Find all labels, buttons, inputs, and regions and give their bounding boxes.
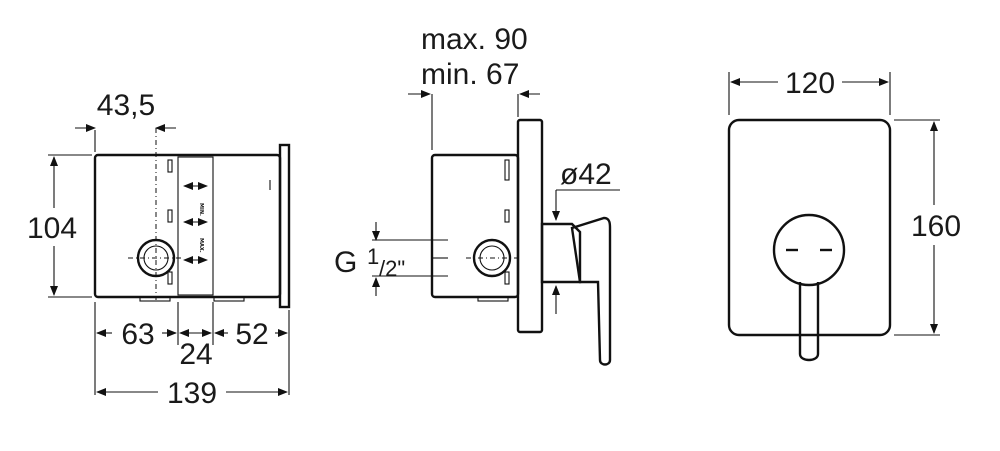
dim-max-label: max. 90 (421, 23, 528, 56)
box-slot (167, 209, 173, 223)
section-view: max. 90 min. 67 ø42 G 1 /2 (334, 23, 620, 366)
box-slot (504, 209, 510, 223)
lever-handle (798, 282, 820, 362)
lever-handle (570, 216, 612, 366)
box-foot (139, 296, 171, 302)
double-arrow-icon (183, 182, 208, 264)
box-slot (504, 271, 510, 285)
cartridge-body (540, 222, 582, 284)
box-slot (167, 159, 173, 173)
marker-max-label: MAX. (198, 238, 204, 253)
cover-plate (516, 118, 544, 334)
dim-left-label: 63 (121, 318, 154, 351)
box-slot (167, 271, 173, 285)
dim-middle-label: 24 (179, 338, 212, 371)
dim-height-label: 160 (911, 210, 961, 243)
dim-diameter-label: ø42 (560, 158, 612, 191)
dim-min-label: min. 67 (421, 58, 519, 91)
box-slot (504, 159, 510, 181)
marker-min-label: MIN. (198, 203, 204, 216)
box-foot (213, 296, 245, 302)
box-marker-panel (177, 156, 214, 296)
box-body-outline (93, 153, 282, 299)
dim-right-label: 52 (235, 318, 268, 351)
front-plate (727, 118, 892, 337)
thread-denominator: /2" (379, 256, 405, 281)
side-view-box: MIN. MAX. 43,5 104 63 24 52 (27, 89, 291, 410)
dim-height-label: 104 (27, 212, 77, 245)
thread-letter: G (334, 246, 357, 279)
dim-offset-label: 43,5 (97, 89, 155, 122)
dim-total-label: 139 (167, 377, 217, 410)
front-view: 120 160 (727, 67, 961, 362)
box-foot (477, 296, 509, 302)
box-flange (278, 143, 291, 309)
knob-circle (772, 213, 846, 287)
thread-numerator: 1 (367, 244, 379, 269)
dim-width-label: 120 (785, 67, 835, 100)
